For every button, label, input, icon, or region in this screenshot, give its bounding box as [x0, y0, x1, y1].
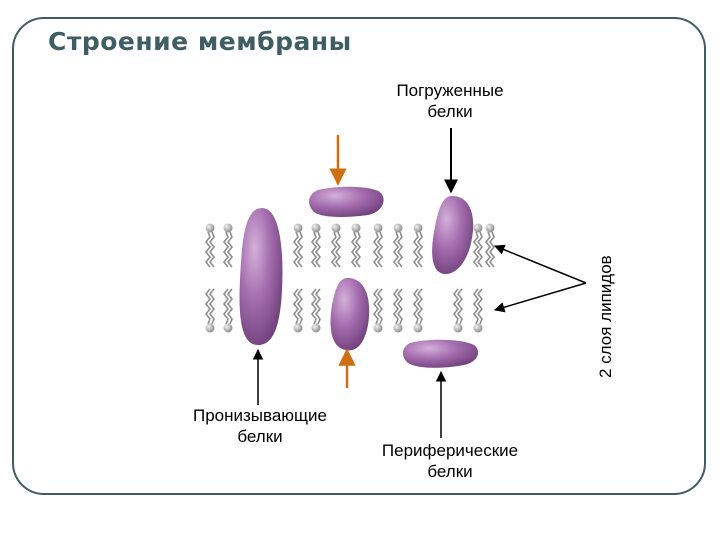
lipid-head [311, 223, 321, 233]
lipid-tail [392, 231, 400, 268]
lipid-tail [292, 288, 300, 325]
lipid-head [413, 223, 423, 233]
lipid-tail [204, 288, 212, 325]
lipid-head [393, 323, 403, 333]
lipid-tail [208, 288, 216, 325]
lipid-head [223, 323, 233, 333]
lipid-tail [484, 231, 492, 268]
slide-frame [12, 17, 706, 495]
lipid-tail [412, 288, 420, 325]
lipid-head [223, 223, 233, 233]
lipid-tail [204, 231, 212, 268]
label-peripheral-proteins: Периферические белки [355, 440, 545, 482]
submerged-protein-right [432, 196, 474, 275]
label-transmembrane-proteins: Пронизывающие белки [160, 405, 360, 447]
lipid-tail [476, 288, 484, 325]
lipid-tail [222, 231, 230, 268]
lipid-head [453, 323, 463, 333]
lipid-tail [314, 231, 322, 268]
lipid-tail [376, 231, 384, 268]
lipid-head [331, 223, 341, 233]
lipid-tail [310, 288, 318, 325]
lipid-head [351, 223, 361, 233]
lipid-tail [226, 288, 234, 325]
lipid-head [373, 223, 383, 233]
label-peripheral-line1: Периферические [381, 441, 519, 460]
transmembrane-protein-large [239, 208, 283, 345]
lipid-tail [208, 231, 216, 268]
lipid-tail [372, 231, 380, 268]
proteins [239, 186, 479, 368]
lipid-tail [296, 231, 304, 268]
label-lipid-bilayer: 2 слоя липидов [596, 255, 615, 378]
lipid-head [293, 323, 303, 333]
lipid-tail [314, 288, 322, 325]
lipid-head [485, 223, 495, 233]
lipid-head [293, 223, 303, 233]
lipid-tail [296, 288, 304, 325]
lipid-head [311, 323, 321, 333]
lipid-tail [456, 288, 464, 325]
lipid-tail [396, 288, 404, 325]
arrows [252, 128, 587, 438]
slide-title: Строение мембраны [48, 27, 352, 56]
label-transmembrane-line1: Пронизывающие [192, 406, 327, 425]
peripheral-protein [402, 339, 479, 368]
label-submerged-line1: Погруженные [396, 81, 504, 100]
lipid-tail [222, 288, 230, 325]
label-peripheral-line2: белки [427, 462, 473, 481]
lipid-head [205, 323, 215, 333]
submerged-protein-top [309, 186, 384, 217]
lipid-tail [354, 231, 362, 268]
arrow-bilayer-bottom [493, 282, 587, 313]
lipid-bilayer [204, 223, 496, 333]
lipid-tail [416, 231, 424, 268]
lipid-tail [372, 288, 380, 325]
label-submerged-proteins: Погруженные белки [370, 80, 530, 122]
lipid-tail [350, 231, 358, 268]
label-submerged-line2: белки [427, 102, 473, 121]
lipid-tail [330, 231, 338, 268]
lipid-head [473, 223, 483, 233]
lipid-tail [476, 231, 484, 268]
lipid-tail [452, 288, 460, 325]
lipid-tail [488, 231, 496, 268]
lipid-tail [472, 288, 480, 325]
lipid-head [473, 323, 483, 333]
lipid-tail [226, 231, 234, 268]
lipid-head [413, 323, 423, 333]
lipid-tail [412, 231, 420, 268]
label-transmembrane-line2: белки [237, 427, 283, 446]
lipid-tail [392, 288, 400, 325]
lipid-head [393, 223, 403, 233]
lipid-head [373, 323, 383, 333]
lipid-tail [310, 231, 318, 268]
lipid-tail [376, 288, 384, 325]
lipid-tail [472, 231, 480, 268]
lipid-head [205, 223, 215, 233]
arrow-bilayer-top [494, 244, 587, 284]
lipid-tail [416, 288, 424, 325]
lipid-tail [334, 231, 342, 268]
lipid-tail [396, 231, 404, 268]
transmembrane-protein-small [330, 277, 370, 351]
lipid-tail [292, 231, 300, 268]
